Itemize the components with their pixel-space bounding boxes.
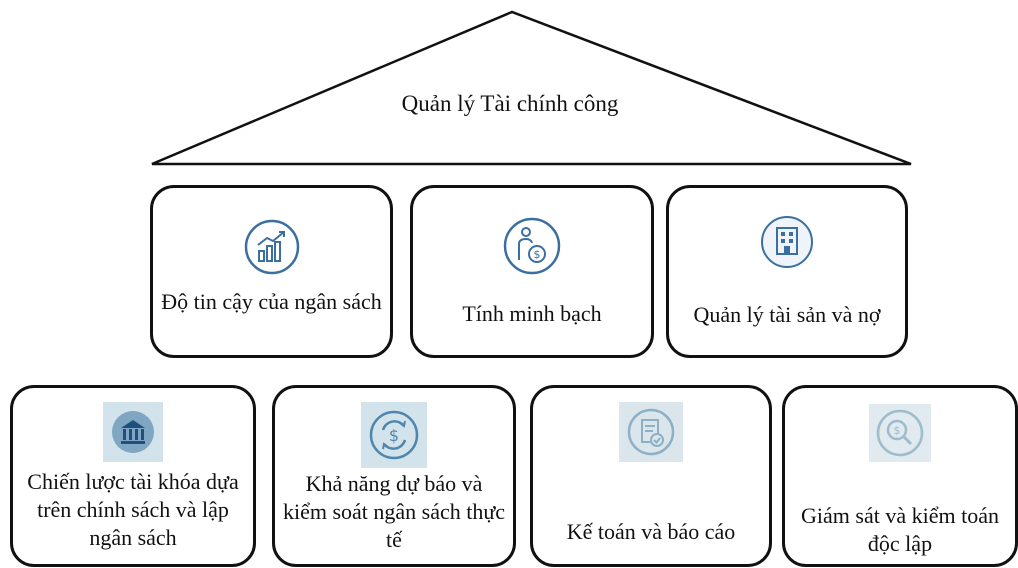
roof-triangle bbox=[151, 10, 912, 166]
foundation-label: Chiến lược tài khóa dựa trên chính sách … bbox=[27, 469, 239, 550]
magnifier-dollar-icon: $ bbox=[869, 404, 931, 462]
building-icon bbox=[761, 216, 813, 268]
svg-text:$: $ bbox=[894, 424, 901, 437]
roof-title: Quản lý Tài chính công bbox=[401, 91, 619, 116]
pillar-budget-reliability: Độ tin cậy của ngân sách bbox=[150, 185, 393, 358]
chart-growth-icon bbox=[244, 219, 299, 275]
document-check-icon bbox=[619, 402, 683, 462]
foundation-fiscal-strategy: Chiến lược tài khóa dựa trên chính sách … bbox=[10, 385, 256, 567]
pillar-transparency: $ Tính minh bạch bbox=[410, 185, 654, 358]
pillar-label: Quản lý tài sản và nợ bbox=[693, 302, 881, 327]
foundation-label: Giám sát và kiểm toán độc lập bbox=[801, 503, 999, 556]
foundation-accounting-reporting: Kế toán và báo cáo bbox=[530, 385, 772, 567]
foundation-budget-predictability: $ Khả năng dự báo và kiểm soát ngân sách… bbox=[272, 385, 516, 567]
svg-text:$: $ bbox=[534, 248, 541, 261]
pillar-asset-liability: Quản lý tài sản và nợ bbox=[666, 185, 908, 358]
bank-icon bbox=[103, 402, 163, 462]
svg-text:$: $ bbox=[389, 426, 399, 445]
foundation-oversight-audit: $ Giám sát và kiểm toán độc lập bbox=[782, 385, 1018, 567]
dollar-cycle-icon: $ bbox=[361, 402, 427, 468]
person-money-icon: $ bbox=[503, 217, 561, 275]
pillar-label: Tính minh bạch bbox=[462, 301, 602, 326]
foundation-label: Kế toán và báo cáo bbox=[566, 519, 736, 544]
pillar-label: Độ tin cậy của ngân sách bbox=[161, 289, 382, 314]
foundation-label: Khả năng dự báo và kiểm soát ngân sách t… bbox=[282, 471, 506, 552]
